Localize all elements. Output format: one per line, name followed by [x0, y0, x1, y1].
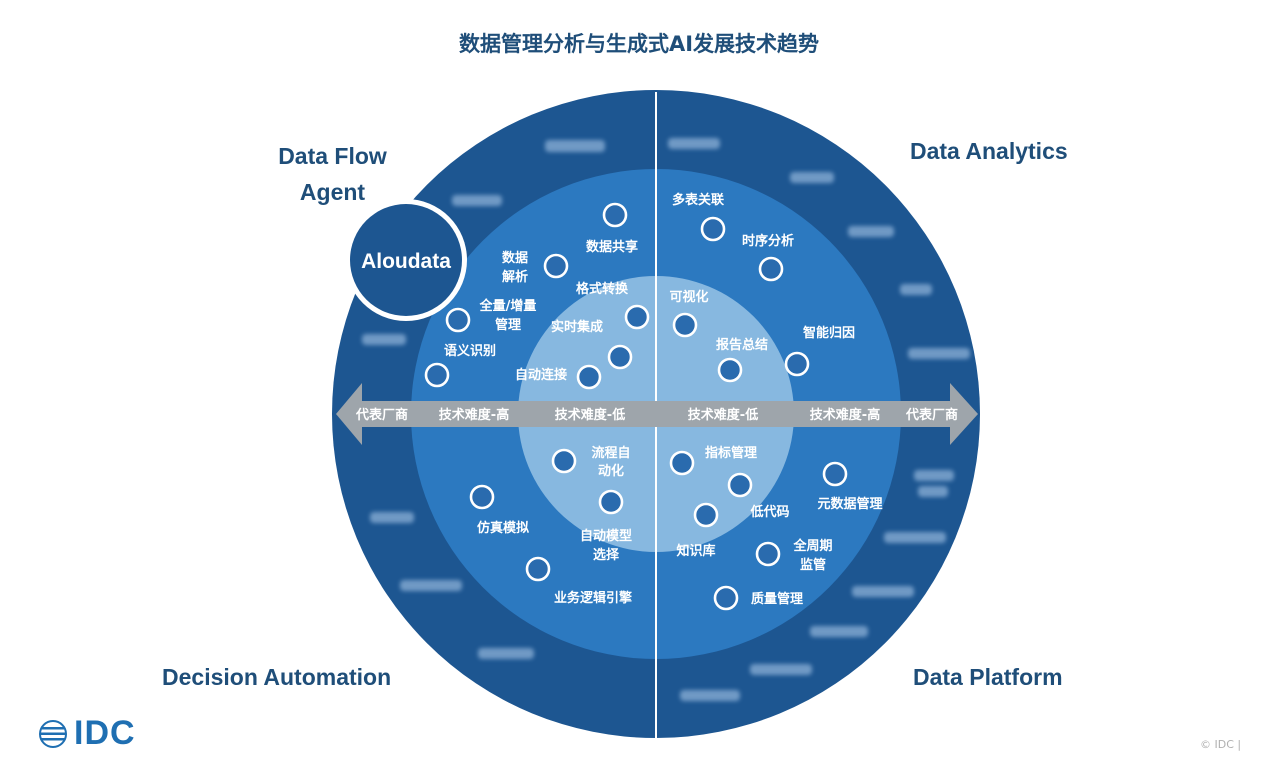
quadrant-label-line2: Agent [299, 179, 366, 205]
marker-report-summary [717, 357, 743, 383]
marker-full-incremental [445, 307, 471, 333]
label-visualization: 可视化 [669, 289, 708, 305]
marker-semantic-recognition [424, 362, 450, 388]
label-realtime-integration: 实时集成 [551, 319, 603, 335]
marker-low-code [727, 472, 753, 498]
axis-label-vendor-left: 代表厂商 [355, 407, 408, 423]
label-smart-attribution: 智能归因 [803, 325, 855, 341]
label-data-parsing-2: 解析 [501, 269, 528, 285]
quadrant-decision-automation: Decision Automation [162, 664, 392, 690]
marker-process-automation [551, 448, 577, 474]
quadrant-data-analytics: Data Analytics [910, 138, 1068, 164]
label-report-summary: 报告总结 [716, 337, 768, 353]
marker-simulation [469, 484, 495, 510]
item-markers [424, 202, 848, 611]
idc-logo: IDC [38, 714, 136, 753]
marker-full-lifecycle [755, 541, 781, 567]
marker-realtime-integration [607, 344, 633, 370]
label-auto-model-selection-2: 选择 [593, 547, 620, 563]
label-metric-management: 指标管理 [705, 445, 757, 461]
label-full-lifecycle-2: 监管 [800, 557, 826, 573]
marker-smart-attribution [784, 351, 810, 377]
aloudata-badge: Aloudata [345, 199, 467, 321]
marker-knowledge-base [693, 502, 719, 528]
marker-visualization [672, 312, 698, 338]
axis-label-difficulty-high-right: 技术难度-高 [810, 407, 880, 423]
label-business-logic-engine: 业务逻辑引擎 [554, 590, 632, 606]
label-quality-management: 质量管理 [751, 591, 803, 607]
label-process-automation-1: 流程自 [591, 445, 630, 461]
badge-text: Aloudata [361, 250, 451, 273]
label-semantic-recognition: 语义识别 [444, 343, 496, 359]
axis-label-difficulty-low-right: 技术难度-低 [688, 407, 758, 423]
marker-data-sharing [602, 202, 628, 228]
marker-metadata-management [822, 461, 848, 487]
label-auto-model-selection-1: 自动模型 [580, 528, 632, 544]
marker-quality-management [713, 585, 739, 611]
label-full-incremental-1: 全量/增量 [479, 298, 537, 314]
blurred-vendor-names [362, 138, 970, 701]
label-data-sharing: 数据共享 [586, 239, 638, 255]
item-labels: 数据共享 数据 解析 格式转换 全量/增量 管理 实时集成 语义识别 自动连接 … [444, 192, 883, 607]
label-full-incremental-2: 管理 [495, 317, 521, 333]
axis-label-difficulty-high-left: 技术难度-高 [439, 407, 509, 423]
horizontal-axis-arrow [336, 383, 978, 445]
marker-auto-model-selection [598, 489, 624, 515]
axis-label-difficulty-low-left: 技术难度-低 [555, 407, 625, 423]
label-process-automation-2: 动化 [598, 463, 624, 479]
marker-multi-table-join [700, 216, 726, 242]
idc-globe-icon [39, 719, 67, 748]
marker-business-logic-engine [525, 556, 551, 582]
copyright: © IDC | [1200, 738, 1242, 751]
marker-data-parsing [543, 253, 569, 279]
quadrant-data-platform: Data Platform [913, 664, 1063, 690]
label-low-code: 低代码 [749, 504, 789, 520]
label-auto-connect: 自动连接 [515, 367, 567, 383]
label-data-parsing-1: 数据 [502, 250, 528, 266]
label-simulation: 仿真模拟 [477, 520, 529, 536]
quadrant-label-line1: Data Flow [278, 143, 387, 169]
marker-format-conversion [624, 304, 650, 330]
quadrant-data-flow-agent: Data Flow Agent [270, 138, 395, 210]
label-metadata-management: 元数据管理 [817, 496, 882, 512]
marker-auto-connect [576, 364, 602, 390]
marker-timeseries-analysis [758, 256, 784, 282]
label-timeseries-analysis: 时序分析 [742, 233, 794, 249]
label-full-lifecycle-1: 全周期 [792, 538, 832, 554]
axis-label-vendor-right: 代表厂商 [905, 407, 958, 423]
label-knowledge-base: 知识库 [676, 543, 715, 559]
marker-metric-management [669, 450, 695, 476]
label-format-conversion: 格式转换 [576, 281, 629, 297]
page-title: 数据管理分析与生成式AI发展技术趋势 [458, 32, 820, 56]
label-multi-table-join: 多表关联 [672, 192, 724, 208]
idc-logo-text: IDC [74, 714, 136, 752]
